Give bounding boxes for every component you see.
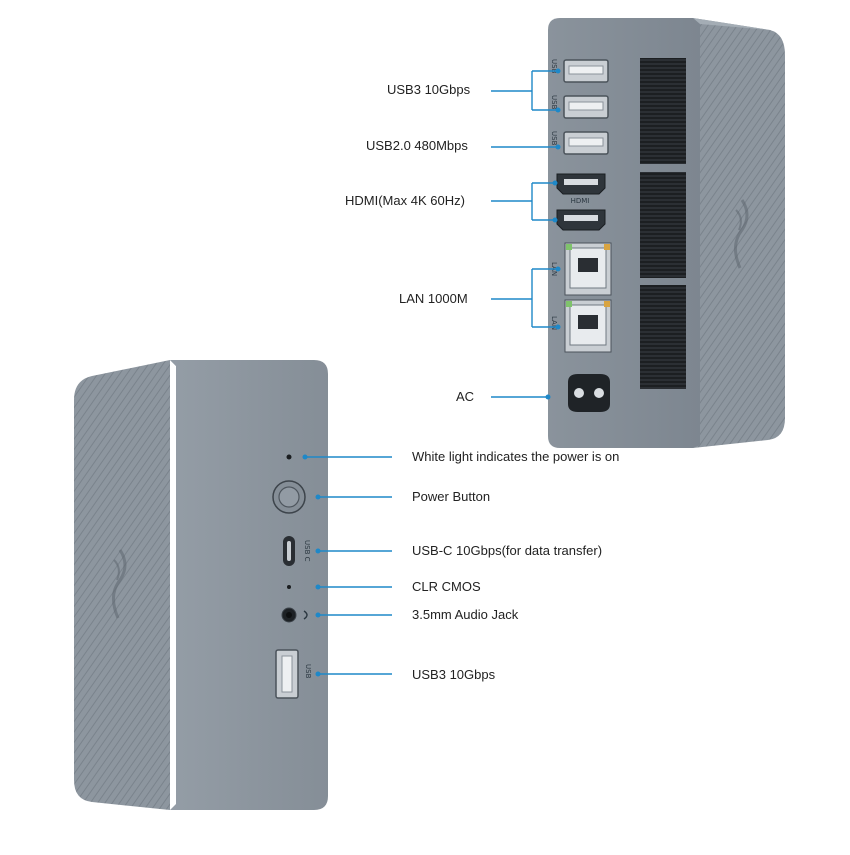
label-audio-jack: 3.5mm Audio Jack [412, 607, 519, 622]
ac-inlet-icon [568, 374, 610, 412]
usb-c-mark: USB C [303, 540, 311, 562]
lan-port-icon: LAN [550, 242, 612, 296]
power-led [286, 454, 292, 460]
clr-cmos-hole [287, 585, 291, 589]
lan-port-icon: LAN [550, 299, 612, 353]
label-power-light: White light indicates the power is on [412, 449, 620, 464]
label-power-button: Power Button [412, 489, 491, 504]
back-unit: USB USB USB HDMI [491, 18, 785, 448]
usb-port-icon: USB [550, 59, 609, 83]
hdmi-port-icon: HDMI [556, 173, 606, 205]
front-io-face [170, 360, 328, 810]
usb-mark-3: USB [550, 131, 558, 146]
label-usb3-back: USB3 10Gbps [387, 82, 471, 97]
usb-c-port-icon: USB C [283, 536, 311, 566]
back-callouts [491, 70, 558, 398]
label-clr-cmos: CLR CMOS [412, 579, 481, 594]
front-unit-side [74, 360, 170, 810]
label-usb3-front: USB3 10Gbps [412, 667, 496, 682]
power-button-icon[interactable] [272, 480, 306, 514]
label-usb2: USB2.0 480Mbps [366, 138, 468, 153]
logo-emblem-icon [112, 549, 127, 619]
label-lan: LAN 1000M [399, 291, 468, 306]
front-callouts [305, 456, 392, 675]
logo-emblem-icon [734, 199, 749, 269]
front-unit: USB C USB [74, 360, 392, 810]
label-ac: AC [456, 389, 475, 404]
vent-bottom [640, 285, 686, 389]
hdmi-port-icon [556, 209, 606, 231]
usb-port-icon: USB [550, 131, 609, 155]
lan-mark-2: LAN [550, 316, 558, 330]
usb-mark-1: USB [550, 59, 558, 74]
hdmi-mark: HDMI [571, 197, 590, 205]
label-usb-c: USB-C 10Gbps(for data transfer) [412, 543, 603, 558]
label-hdmi: HDMI(Max 4K 60Hz) [345, 193, 465, 208]
vent-top [640, 58, 686, 164]
usb-mark-2: USB [550, 95, 558, 110]
audio-jack-icon [281, 607, 308, 623]
usb-port-icon: USB [275, 649, 312, 699]
front-usb-mark: USB [304, 664, 312, 679]
vent-middle [640, 172, 686, 278]
usb-port-icon: USB [550, 95, 609, 119]
